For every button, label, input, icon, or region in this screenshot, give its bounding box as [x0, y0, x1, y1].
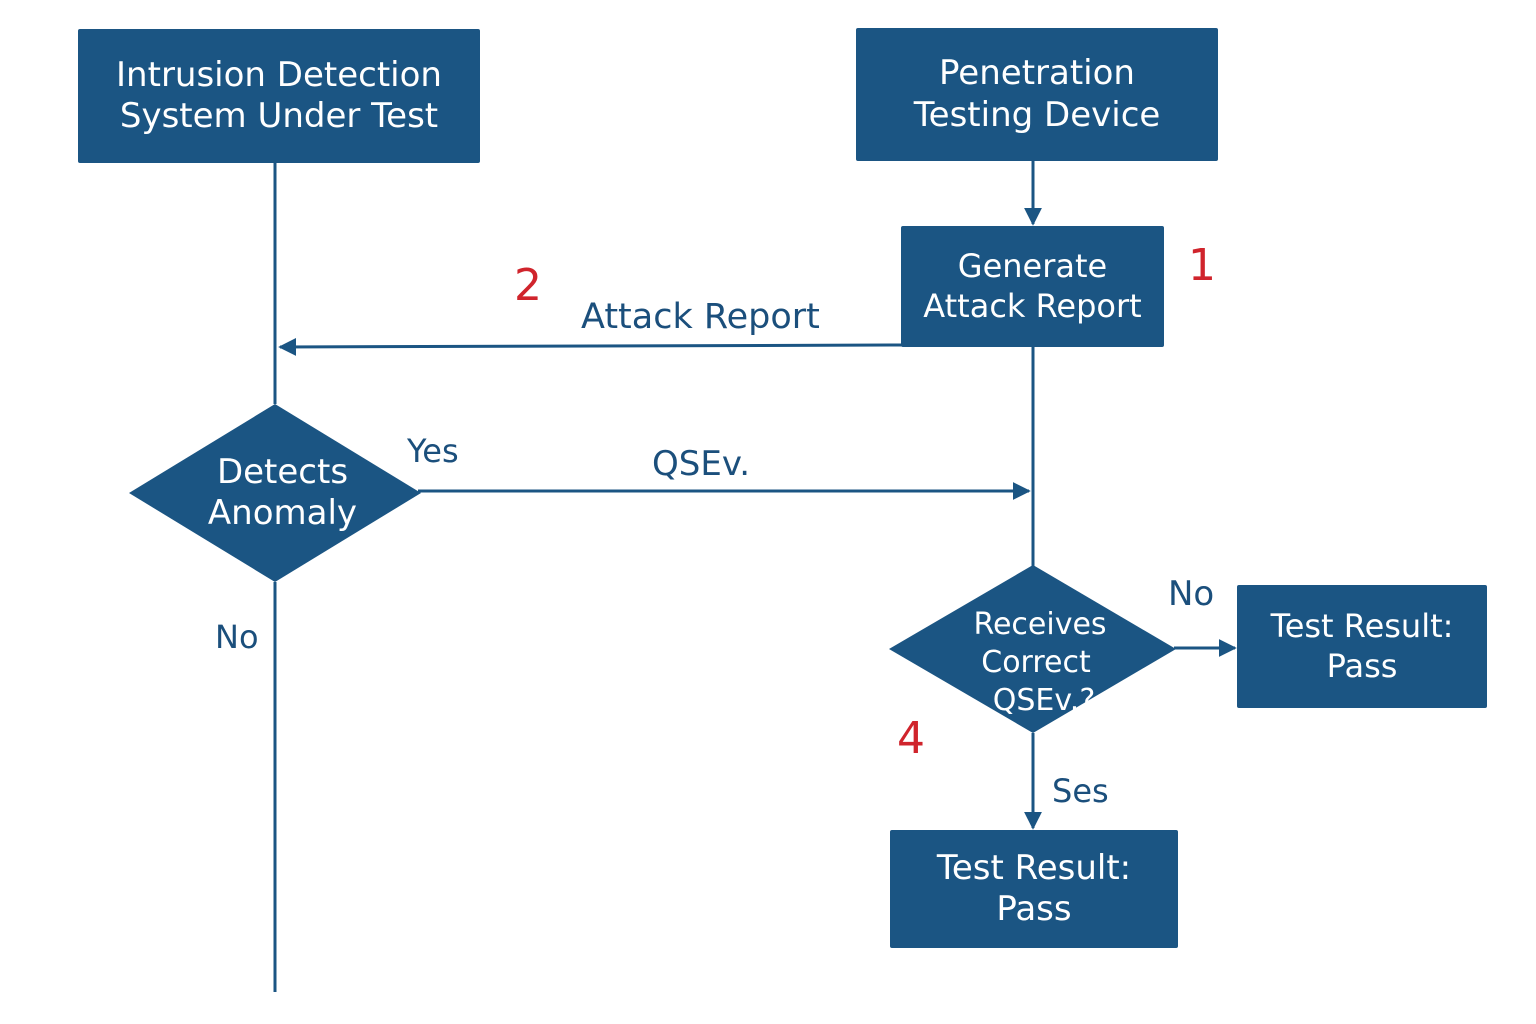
result-bottom-line1: Test Result:: [936, 847, 1132, 888]
step-number-1: 1: [1188, 240, 1216, 291]
no-left-label: No: [215, 618, 259, 656]
ids-box-line2: System Under Test: [119, 96, 439, 136]
test-result-right-box: Test Result: Pass: [1237, 585, 1487, 708]
generate-box-line1: Generate: [957, 247, 1108, 286]
result-right-line2: Pass: [1326, 646, 1398, 685]
receives-line2: Correct: [981, 645, 1091, 681]
detects-line2: Anomaly: [207, 493, 358, 534]
detects-line1: Detects: [216, 452, 349, 492]
result-right-line1: Test Result:: [1270, 607, 1454, 646]
step-number-2: 2: [514, 260, 542, 311]
receives-line3: QSEv.?: [992, 683, 1096, 719]
pen-box-line2: Testing Device: [913, 94, 1161, 135]
receives-qsev-label: Receives Correct QSEv.?: [940, 606, 1140, 720]
no-right-label: No: [1168, 574, 1215, 614]
generate-box-line2: Attack Report: [923, 286, 1142, 325]
ids-under-test-box: Intrusion Detection System Under Test: [78, 29, 480, 163]
qsev-label: QSEv.: [652, 444, 751, 484]
step-number-4: 4: [897, 713, 925, 764]
yes-label: Yes: [407, 432, 459, 470]
detects-anomaly-label: Detects Anomaly: [175, 452, 390, 535]
generate-attack-report-box: Generate Attack Report: [901, 226, 1164, 347]
result-bottom-line2: Pass: [996, 889, 1072, 929]
test-result-bottom-box: Test Result: Pass: [890, 830, 1178, 948]
attack-report-label: Attack Report: [581, 297, 820, 337]
arrow-attack-report: [278, 337, 903, 356]
ses-label: Ses: [1052, 772, 1109, 810]
receives-qsev-diamond: [889, 565, 1176, 733]
pen-testing-device-box: Penetration Testing Device: [856, 28, 1218, 161]
receives-line1: Receives: [973, 607, 1107, 642]
detects-anomaly-diamond: [129, 404, 421, 582]
ids-box-line1: Intrusion Detection: [116, 54, 442, 95]
pen-box-line1: Penetration: [939, 53, 1135, 94]
